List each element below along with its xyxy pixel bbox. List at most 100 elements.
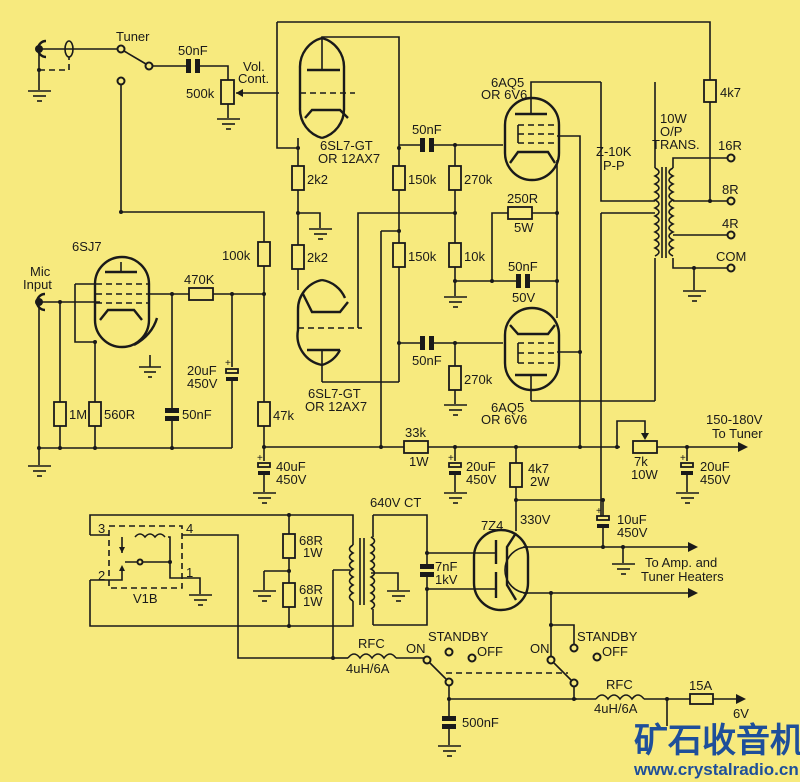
sw-standby-b-label: STANDBY [577,629,638,644]
sw-off-b-label: OFF [602,644,628,659]
r-100k-label: 100k [222,248,251,263]
resistor-270k-b [448,365,462,391]
c-20uf-a-v-label: 450V [187,376,218,391]
standby-switch-b[interactable] [546,643,602,688]
svg-text:+: + [257,453,263,464]
sw-on-b-label: ON [530,641,550,656]
c-50nf-50v-v-label: 50V [512,290,535,305]
r-68r-b-w-label: 1W [303,594,323,609]
r-47k-label: 47k [273,408,294,423]
z-label-2: P-P [603,158,625,173]
pot-7k[interactable] [632,440,658,454]
vib-pin3-label: 3 [98,521,105,536]
c-20uf-b-v-label: 450V [466,472,497,487]
cap-20uf-b [448,462,462,475]
svg-text:+: + [680,453,686,464]
resistor-4k7-2w [509,462,523,488]
r-68r-b-label: 68R [299,582,323,597]
r-4k7-fb-label: 4k7 [720,85,741,100]
output-com-terminal[interactable] [726,263,736,273]
vib-label: V1B [133,591,158,606]
rfc-a-inductor [347,653,397,660]
output-8r-terminal[interactable] [726,196,736,206]
resistor-68r-b [282,582,296,608]
tube-6sj7-label: 6SJ7 [72,239,102,254]
opt-label-2: O/P [660,124,682,139]
c-20uf-b-label: 20uF [466,459,496,474]
r-250r-label: 250R [507,191,538,206]
c-20uf-c-label: 20uF [700,459,730,474]
vibrator-v1b [90,525,201,594]
xfmr-640-label: 640V CT [370,495,421,510]
c-10uf-label: 10uF [617,512,647,527]
v330-label: 330V [520,512,551,527]
tube-7z4-label: 7Z4 [481,518,503,533]
power-transformer [348,536,376,610]
tube-6sl7-bot-label-2: OR 12AX7 [305,399,367,414]
rfc-b-label: RFC [606,677,633,692]
ground-symbol [28,90,51,102]
r-4k7-2w-label: 4k7 [528,461,549,476]
resistor-10k [448,242,462,268]
sw-standby-a-label: STANDBY [428,629,489,644]
cap-50nf-cathode [165,408,179,421]
tube-6aq5-bottom [503,306,561,401]
output-transformer [653,167,675,258]
r-470k-label: 470K [184,272,215,287]
rfc-b-value-label: 4uH/6A [594,701,638,716]
c-500nf-label: 500nF [462,715,499,730]
tap-com-label: COM [716,249,746,264]
r-1m-label: 1M [69,407,87,422]
cap-7nf [420,564,434,577]
tube-6aq5-top-label-2: OR 6V6 [481,87,527,102]
resistor-2k2-a [291,165,305,191]
r-250r-w-label: 5W [514,220,534,235]
cap-50nf-top [420,138,434,152]
heater-label-2: Tuner Heaters [641,569,724,584]
c-50nf-cathode-label: 50nF [182,407,212,422]
r-560r-label: 560R [104,407,135,422]
fuse-15a-label: 15A [689,678,712,693]
svg-text:+: + [596,506,602,517]
r-150k-b-label: 150k [408,249,437,264]
volume-pot[interactable] [220,79,235,105]
input-selector-switch[interactable] [116,44,154,86]
resistor-1m [53,401,67,427]
heater-label-1: To Amp. and [645,555,717,570]
c-40uf-label: 40uF [276,459,306,474]
v6-label: 6V [733,706,749,721]
r-270k-b-label: 270k [464,372,493,387]
tuner-label: Tuner [116,29,150,44]
tube-6aq5-bot-label-1: 6AQ5 [491,400,524,415]
rfc-a-label: RFC [358,636,385,651]
tube-6sl7-top-label-1: 6SL7-GT [320,138,373,153]
feedback-4k7-resistor [703,79,717,103]
cap-500nf [442,716,456,729]
c-10uf-v-label: 450V [617,525,648,540]
output-16r-terminal[interactable] [726,153,736,163]
vol-cont-label-1: Vol. [243,59,265,74]
rfc-b-inductor [595,694,645,701]
cap-10uf [596,515,610,528]
c-40uf-v-label: 450V [276,472,307,487]
z-label-1: Z-10K [596,144,632,159]
input-capacitor [186,59,200,73]
cap-40uf [257,462,271,475]
r-68r-a-w-label: 1W [303,545,323,560]
standby-switch-a[interactable] [422,647,477,687]
r-10k-label: 10k [464,249,485,264]
tube-6aq5-top-label-1: 6AQ5 [491,75,524,90]
output-4r-terminal[interactable] [726,230,736,240]
cap-20uf-c [680,462,694,475]
opt-label-3: TRANS. [652,137,700,152]
resistor-68r-a [282,533,296,559]
tuner-out-label-2: To Tuner [712,426,763,441]
resistor-270k-a [448,165,462,191]
tube-6sl7-bot-label-1: 6SL7-GT [308,386,361,401]
input-cap-label: 50nF [178,43,208,58]
r-150k-a-label: 150k [408,172,437,187]
cap-50nf-50v [516,274,530,288]
tube-6aq5-top [503,85,561,182]
heater-arrow-2-icon [688,588,698,598]
